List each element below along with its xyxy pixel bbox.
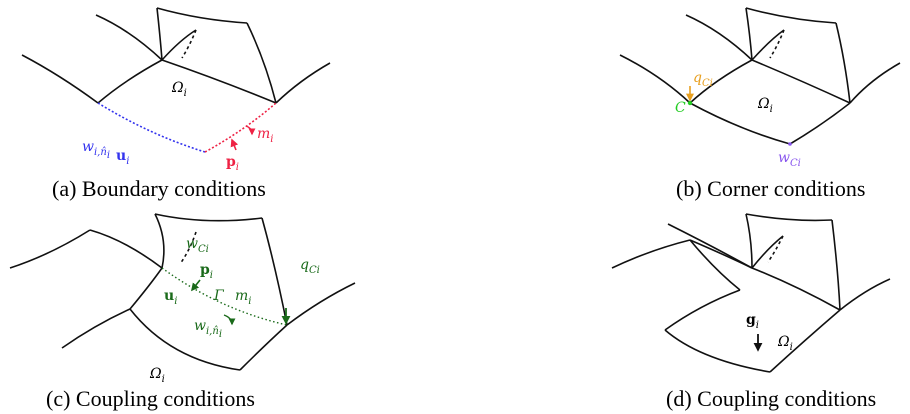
boundary-blue	[97, 102, 206, 153]
label-g-d: gi	[746, 312, 759, 331]
corner-point-w	[788, 142, 792, 146]
caption-c: (c) Coupling conditions	[46, 386, 255, 411]
label-w2-c: wi,n̂i	[194, 318, 222, 340]
coupling-curve-c	[161, 267, 288, 326]
caption-a: (a) Boundary conditions	[52, 176, 266, 201]
coupling-p-arrow-c	[191, 279, 201, 292]
corner-point-c	[687, 100, 693, 106]
caption-b: (b) Corner conditions	[676, 176, 865, 201]
label-q-c: qCi	[300, 257, 320, 276]
label-p-c: pi	[200, 262, 213, 281]
label-omega-c: Ωi	[149, 366, 165, 385]
label-q-b: qCi	[693, 70, 713, 89]
moment-arrow-a	[245, 125, 256, 136]
label-m-a: mi	[257, 126, 273, 145]
label-w-a: wi,n̂i	[82, 139, 110, 161]
label-gamma-c: Γ	[213, 288, 225, 304]
label-w-c: wCi	[186, 236, 209, 255]
panel-b: qCi C Ωi wCi (b) Corner conditions	[619, 7, 901, 201]
label-c-b: C	[675, 100, 686, 116]
label-w-b: wCi	[778, 150, 801, 169]
panel-b-mesh	[619, 7, 901, 145]
label-omega-b: Ωi	[757, 96, 773, 115]
caption-d: (d) Coupling conditions	[666, 386, 876, 411]
label-u-a: ui	[116, 148, 129, 167]
label-u-c: ui	[164, 288, 177, 307]
coupling-moment-arrow-c	[223, 314, 236, 326]
panel-d-mesh	[611, 213, 891, 373]
boundary-red	[204, 102, 277, 153]
label-omega-a: Ωi	[171, 80, 187, 99]
panel-c: wCi pi qCi ui Γ mi wi,n̂i Ωi (c) Couplin…	[9, 213, 356, 411]
force-arrow-a	[230, 138, 239, 151]
panel-a: Ωi wi,n̂i ui pi mi (a) Boundary conditio…	[21, 7, 331, 201]
label-p-a: pi	[226, 154, 239, 173]
panel-d: gi Ωi (d) Coupling conditions	[611, 213, 891, 411]
label-omega-d: Ωi	[777, 334, 793, 353]
label-m-c: mi	[235, 288, 251, 307]
panel-a-mesh	[21, 7, 331, 104]
panel-c-mesh	[9, 213, 356, 371]
